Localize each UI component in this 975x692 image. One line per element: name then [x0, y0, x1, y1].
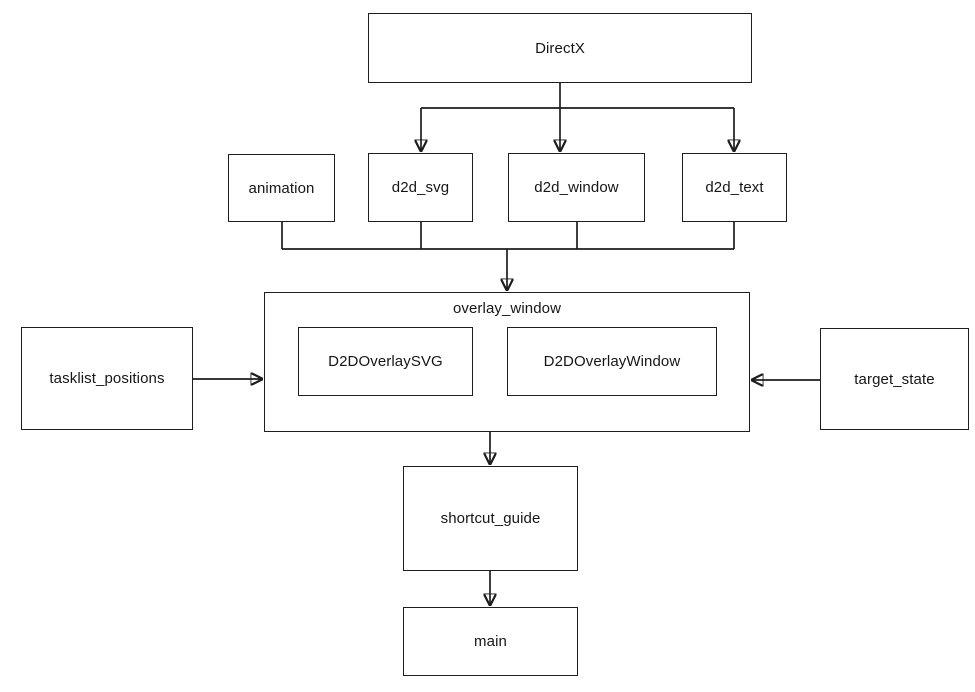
node-target-state: target_state [820, 328, 969, 430]
node-d2d-overlay-svg-label: D2DOverlaySVG [328, 353, 443, 370]
node-main: main [403, 607, 578, 676]
node-overlay-window-label: overlay_window [452, 300, 562, 317]
node-d2d-window: d2d_window [508, 153, 645, 222]
node-d2d-overlay-svg: D2DOverlaySVG [298, 327, 473, 396]
node-target-state-label: target_state [854, 370, 935, 388]
node-animation-label: animation [248, 179, 315, 197]
node-tasklist-positions-label: tasklist_positions [49, 370, 165, 387]
node-tasklist-positions: tasklist_positions [21, 327, 193, 430]
node-main-label: main [474, 633, 507, 650]
node-d2d-svg: d2d_svg [368, 153, 473, 222]
node-directx-label: DirectX [535, 39, 585, 57]
node-directx: DirectX [368, 13, 752, 83]
node-animation: animation [228, 154, 335, 222]
node-d2d-svg-label: d2d_svg [391, 179, 450, 196]
node-d2d-overlay-window: D2DOverlayWindow [507, 327, 717, 396]
node-d2d-overlay-window-label: D2DOverlayWindow [543, 353, 681, 370]
node-shortcut-guide: shortcut_guide [403, 466, 578, 571]
node-shortcut-guide-label: shortcut_guide [440, 510, 541, 527]
node-d2d-window-label: d2d_window [534, 179, 619, 196]
node-d2d-text-label: d2d_text [705, 179, 764, 196]
node-d2d-text: d2d_text [682, 153, 787, 222]
